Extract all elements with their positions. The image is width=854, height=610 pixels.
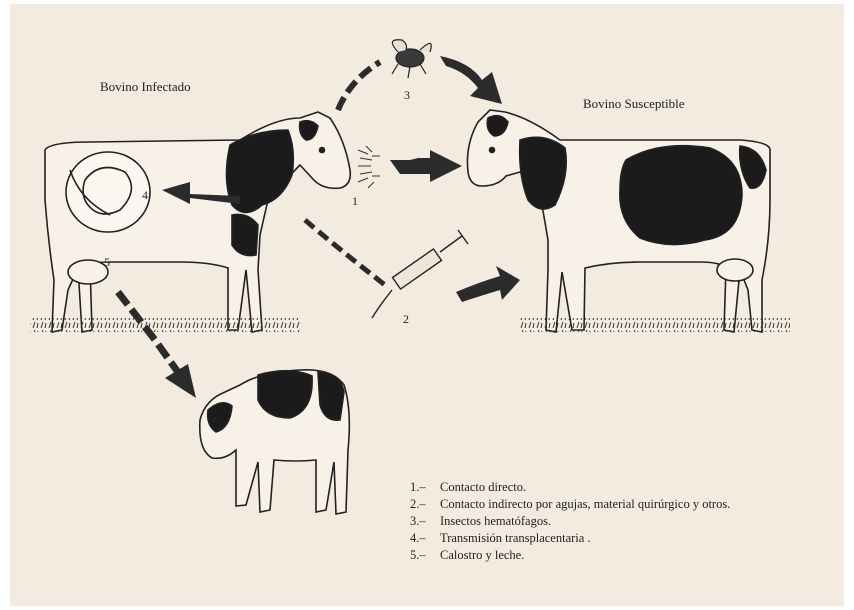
legend-text: Insectos hematófagos. — [440, 513, 740, 530]
grass-right — [520, 318, 790, 332]
legend-item: 1.–Contacto directo. — [410, 479, 740, 496]
calf — [200, 370, 350, 514]
legend-item: 2.–Contacto indirecto por agujas, materi… — [410, 496, 740, 513]
legend-text: Contacto indirecto por agujas, material … — [440, 496, 740, 513]
arrow-insect-left — [338, 62, 380, 110]
arrow-needle — [456, 266, 520, 302]
route-number-4: 4 — [142, 188, 148, 203]
legend-text: Transmisión transplacentaria . — [440, 530, 740, 547]
syringe-icon — [372, 230, 468, 318]
legend-text: Calostro y leche. — [440, 547, 740, 564]
breath-particles — [358, 146, 380, 188]
arrow-direct-contact — [390, 150, 462, 182]
label-susceptible-bovine: Bovino Susceptible — [583, 96, 684, 112]
legend: 1.–Contacto directo. 2.–Contacto indirec… — [410, 479, 740, 564]
arrow-colostrum — [118, 292, 180, 375]
arrow-needle-curve — [305, 220, 385, 285]
arrow-insect-right — [440, 56, 502, 104]
susceptible-cow — [467, 110, 770, 332]
legend-number: 4.– — [410, 530, 440, 547]
legend-number: 5.– — [410, 547, 440, 564]
grass-left — [30, 318, 300, 332]
legend-number: 1.– — [410, 479, 440, 496]
route-number-5: 5 — [104, 255, 110, 270]
label-infected-bovine: Bovino Infectado — [100, 79, 191, 95]
legend-item: 4.–Transmisión transplacentaria . — [410, 530, 740, 547]
route-number-3: 3 — [404, 88, 410, 103]
legend-item: 3.–Insectos hematófagos. — [410, 513, 740, 530]
legend-number: 3.– — [410, 513, 440, 530]
route-number-2: 2 — [403, 312, 409, 327]
legend-text: Contacto directo. — [440, 479, 740, 496]
arrow-colostrum-head — [165, 364, 196, 398]
legend-item: 5.–Calostro y leche. — [410, 547, 740, 564]
route-number-1: 1 — [352, 194, 358, 209]
legend-number: 2.– — [410, 496, 440, 513]
insect-icon — [392, 40, 431, 78]
